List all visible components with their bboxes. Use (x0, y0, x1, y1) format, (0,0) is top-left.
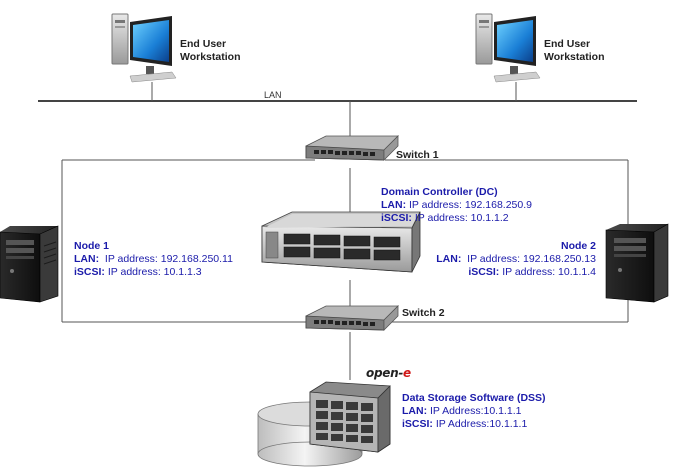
workstation-label-line1: End User (180, 38, 227, 50)
workstation-label-line2: Workstation (544, 51, 605, 63)
dc-iscsi-value: IP address: 10.1.1.2 (411, 212, 509, 224)
dss-lan-value: IP Address:10.1.1.1 (427, 405, 522, 417)
switch-icon (305, 305, 399, 331)
dc-lan-key: LAN: (381, 199, 407, 211)
switch1-label: Switch 1 (396, 149, 439, 161)
dss-iscsi-value: IP Address:10.1.1.1 (432, 418, 528, 430)
node1-iscsi-key: iSCSI: (74, 266, 105, 278)
workstation-label: End User Workstation (544, 38, 604, 64)
dc-lan-value: IP address: 192.168.250.9 (406, 199, 532, 211)
dss-iscsi-key: iSCSI: (402, 418, 433, 430)
node2-iscsi-key: iSCSI: (468, 266, 500, 278)
dss-title: Data Storage Software (DSS) (402, 392, 546, 404)
switch-icon (305, 135, 399, 161)
domain-controller-info: Domain Controller (DC) LAN: IP address: … (381, 186, 532, 225)
domain-controller-title: Domain Controller (DC) (381, 186, 498, 198)
node1-lan-value: IP address: 192.168.250.11 (99, 253, 233, 265)
brand-main: open- (366, 366, 403, 380)
workstation-icon (475, 13, 541, 83)
brand-accent: e (403, 366, 411, 380)
connections (38, 82, 637, 380)
node2-lan-value: IP address: 192.168.250.13 (461, 253, 596, 265)
switch2-label: Switch 2 (402, 307, 445, 319)
lan-label: LAN (264, 90, 282, 100)
workstation-label-line2: Workstation (180, 51, 241, 63)
workstation-label-line1: End User (544, 38, 591, 50)
dss-lan-key: LAN: (402, 405, 428, 417)
node2-lan-key: LAN: (436, 253, 462, 265)
node2-info: Node 2 LAN: IP address: 192.168.250.13 i… (436, 240, 596, 279)
open-e-logo: open-e (366, 366, 411, 380)
node1-iscsi-value: IP address: 10.1.1.3 (104, 266, 202, 278)
workstation-label: End User Workstation (180, 38, 240, 64)
workstation-icon (111, 13, 177, 83)
server-tower-icon (605, 223, 669, 303)
dc-iscsi-key: iSCSI: (381, 212, 412, 224)
node2-iscsi-value: IP address: 10.1.1.4 (499, 266, 596, 278)
rack-server-icon (261, 211, 421, 273)
node2-title: Node 2 (560, 240, 596, 252)
dss-info: Data Storage Software (DSS) LAN: IP Addr… (402, 392, 546, 431)
node1-info: Node 1 LAN: IP address: 192.168.250.11 i… (74, 240, 233, 279)
node1-title: Node 1 (74, 240, 110, 252)
node1-lan-key: LAN: (74, 253, 100, 265)
storage-array-icon (309, 381, 391, 453)
server-tower-icon (0, 225, 59, 303)
